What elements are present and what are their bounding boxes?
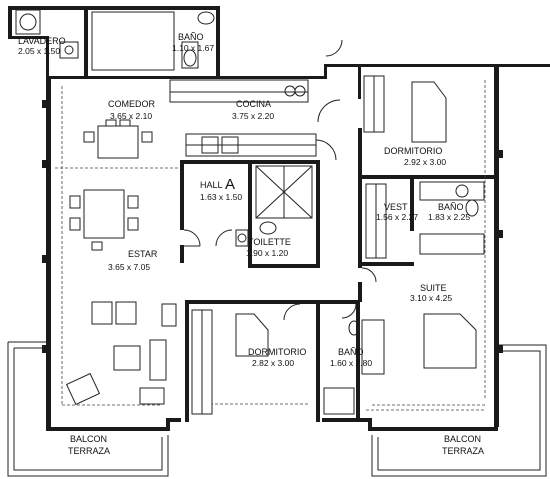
kitchen-counter-top <box>169 79 309 103</box>
living-sofas <box>65 301 177 406</box>
bano-2-fixtures <box>323 319 385 415</box>
balcon-right-name: BALCON <box>444 434 481 444</box>
toilette-name: TOILETTE <box>248 237 291 247</box>
suite-bano-fixtures <box>419 181 485 255</box>
comedor-dims: 3.65 x 2.10 <box>110 111 152 121</box>
dormitorio-2-name: DORMITORIO <box>248 347 306 357</box>
bano-suite-dims: 1.83 x 2.25 <box>428 212 470 222</box>
glazing-lines <box>55 80 486 411</box>
lavadero-fixtures <box>15 9 79 59</box>
dormitorio-1-dims: 2.92 x 3.00 <box>404 157 446 167</box>
comedor-name: COMEDOR <box>108 99 156 109</box>
cocina-name: COCINA <box>236 99 271 109</box>
vest-closet <box>365 183 387 259</box>
cocina-dims: 3.75 x 2.20 <box>232 111 274 121</box>
balcon-right-sub: TERRAZA <box>442 446 484 456</box>
hall-letter: A <box>225 176 235 193</box>
bano-2-dims: 1.60 x 2.80 <box>330 358 372 368</box>
room-labels: LAVADERO 2.05 x 1.50 BAÑO 1.10 x 1.67 CO… <box>18 32 484 456</box>
hall-dims: 1.63 x 1.50 <box>200 192 242 202</box>
estar-dims: 3.65 x 7.05 <box>108 262 150 272</box>
dormitorio-1-name: DORMITORIO <box>384 146 442 156</box>
outer-walls <box>8 6 550 431</box>
bano-service-name: BAÑO <box>178 32 204 42</box>
vest-dims: 1.56 x 2.27 <box>376 212 418 222</box>
balconies <box>7 341 547 477</box>
dormitorio-2-dims: 2.82 x 3.00 <box>252 358 294 368</box>
lavadero-dims: 2.05 x 1.50 <box>18 46 60 56</box>
suite-name: SUITE <box>420 283 447 293</box>
toilette-dims: 1.90 x 1.20 <box>246 248 288 258</box>
service-bano-fixtures <box>91 11 215 71</box>
suite-dims: 3.10 x 4.25 <box>410 293 452 303</box>
bano-suite-name: BAÑO <box>438 202 464 212</box>
door-swings <box>183 39 377 321</box>
toilette-fixtures <box>235 221 277 247</box>
kitchen-counter-bottom <box>185 133 317 157</box>
dormitorio-1-furniture <box>363 75 447 143</box>
estar-table <box>69 189 139 251</box>
interior-walls <box>180 128 494 422</box>
hall-closet <box>255 165 313 219</box>
bano-2-name: BAÑO <box>338 347 364 357</box>
dormitorio-2-furniture <box>191 309 269 415</box>
bano-service-dims: 1.10 x 1.67 <box>172 43 214 53</box>
estar-name: ESTAR <box>128 249 158 259</box>
lavadero-name: LAVADERO <box>18 36 66 46</box>
hall-name: HALL <box>200 180 223 190</box>
vest-name: VEST <box>384 202 408 212</box>
suite-bed <box>423 313 477 369</box>
balcon-left-name: BALCON <box>70 434 107 444</box>
balcon-left-sub: TERRAZA <box>68 446 110 456</box>
dining-table <box>83 119 153 159</box>
wall-ticks <box>42 100 503 353</box>
